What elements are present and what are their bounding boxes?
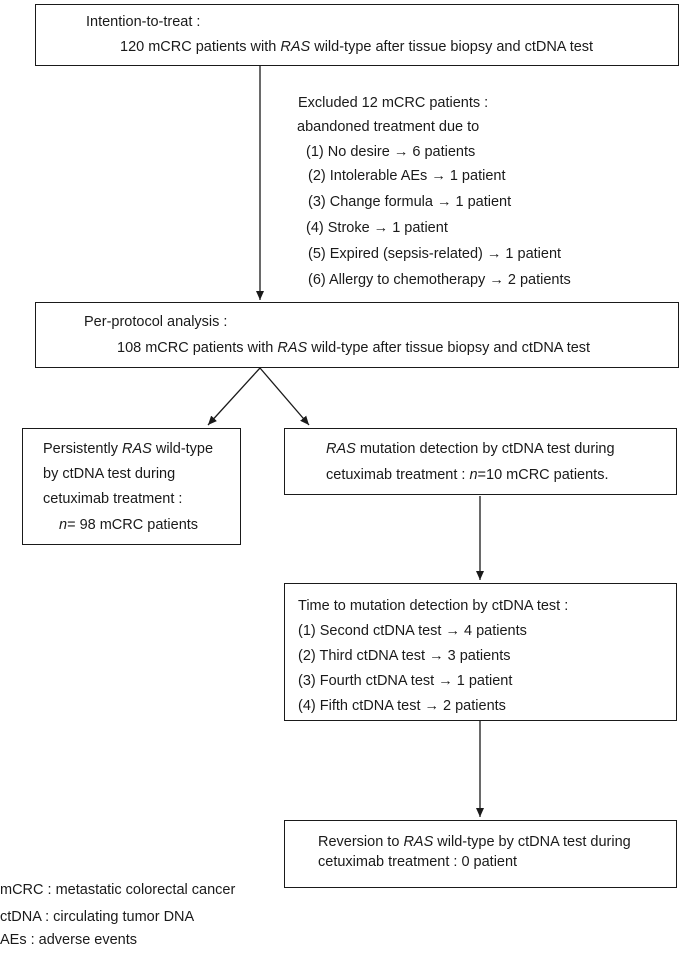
reversion-line-2: cetuximab treatment : 0 patient — [318, 854, 518, 870]
legend-item-mcrc: mCRC : metastatic colorectal cancer — [0, 882, 236, 898]
itt-box — [35, 4, 679, 66]
excluded-item: (4) Stroke → 1 patient — [306, 220, 448, 236]
gene-ras: RAS — [277, 340, 308, 356]
legend-item-aes: AEs : adverse events — [0, 932, 138, 948]
gene-ras: RAS — [326, 441, 356, 457]
persistent-line-1: Persistently RAS wild-type — [43, 441, 214, 457]
arrow-pp-to-mutation — [259, 367, 310, 426]
gene-ras: RAS — [121, 441, 152, 457]
time-item: (3) Fourth ctDNA test → 1 patient — [298, 673, 513, 689]
per-protocol-heading: Per-protocol analysis : — [84, 314, 228, 330]
excluded-subheading: abandoned treatment due to — [297, 119, 480, 135]
mutation-line-2: cetuximab treatment : n=10 mCRC patients… — [326, 467, 609, 483]
excluded-item: (3) Change formula → 1 patient — [308, 194, 512, 210]
reversion-box — [284, 820, 677, 888]
excluded-item: (6) Allergy to chemotherapy → 2 patients — [308, 272, 571, 288]
time-to-detection-box — [284, 583, 677, 721]
excluded-item: (5) Expired (sepsis-related) → 1 patient — [308, 246, 562, 262]
per-protocol-line: 108 mCRC patients with RAS wild-type aft… — [117, 340, 591, 356]
itt-heading: Intention-to-treat : — [86, 14, 201, 30]
mutation-line-1: RAS mutation detection by ctDNA test dur… — [326, 441, 615, 457]
persistent-wildtype-box — [22, 428, 241, 545]
persistent-line-3: cetuximab treatment : — [43, 491, 183, 507]
per-protocol-box — [35, 302, 679, 368]
persistent-count: n= 98 mCRC patients — [59, 517, 199, 533]
excluded-item: (2) Intolerable AEs → 1 patient — [308, 168, 506, 184]
arrow-pp-to-persistent — [207, 367, 261, 426]
mutation-detection-box — [284, 428, 677, 495]
excluded-heading: Excluded 12 mCRC patients : — [298, 95, 489, 111]
time-heading: Time to mutation detection by ctDNA test… — [298, 598, 569, 614]
excluded-item: (1) No desire → 6 patients — [306, 144, 476, 160]
time-item: (2) Third ctDNA test → 3 patients — [298, 648, 511, 664]
time-item: (4) Fifth ctDNA test → 2 patients — [298, 698, 506, 714]
gene-ras: RAS — [280, 39, 311, 55]
gene-ras: RAS — [403, 834, 434, 850]
legend-item-ctdna: ctDNA : circulating tumor DNA — [0, 909, 195, 925]
time-item: (1) Second ctDNA test → 4 patients — [298, 623, 527, 639]
reversion-line-1: Reversion to RAS wild-type by ctDNA test… — [318, 834, 631, 850]
persistent-line-2: by ctDNA test during — [43, 466, 176, 482]
itt-line: 120 mCRC patients with RAS wild-type aft… — [120, 39, 594, 55]
